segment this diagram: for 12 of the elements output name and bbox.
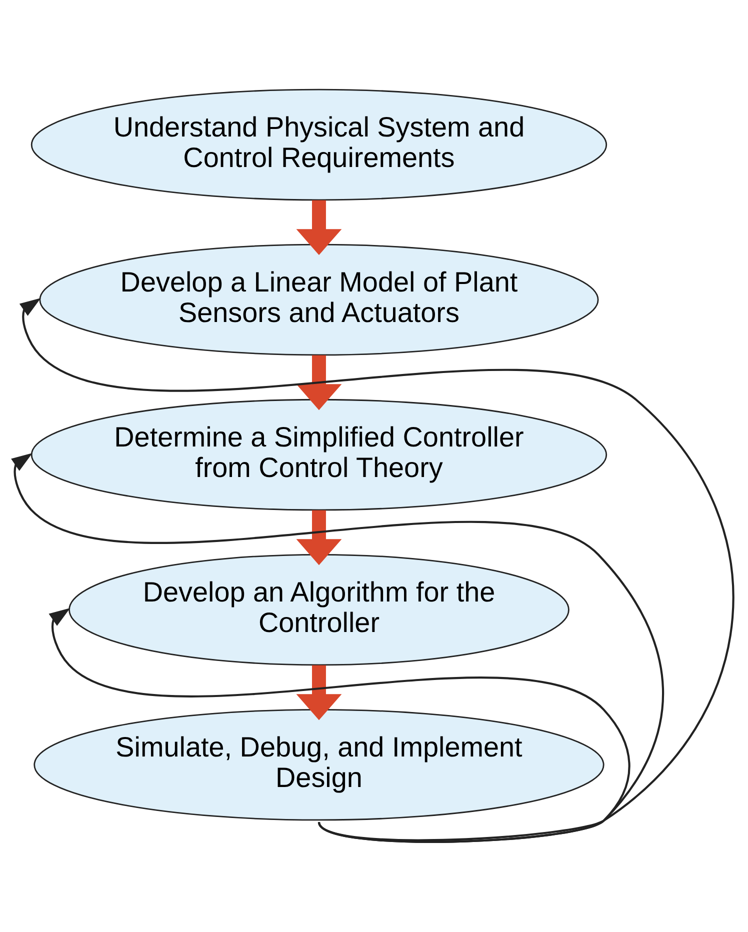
arrow xyxy=(296,665,342,720)
node-ellipse: Simulate, Debug, and Implement Design xyxy=(34,708,604,821)
arrow xyxy=(296,355,342,410)
node-ellipse: Understand Physical System and Control Requirements xyxy=(30,88,608,201)
arrow xyxy=(19,298,734,842)
arrow xyxy=(48,608,630,843)
arrow xyxy=(11,453,664,843)
arrow xyxy=(296,200,342,256)
node-ellipse: Develop a Linear Model of Plant Sensors and Actuators xyxy=(39,244,599,356)
arrow xyxy=(296,510,342,566)
node-ellipse: Determine a Simplified Controller from Control Theory xyxy=(30,398,608,511)
node-ellipse: Develop an Algorithm for the Controller xyxy=(68,554,570,666)
